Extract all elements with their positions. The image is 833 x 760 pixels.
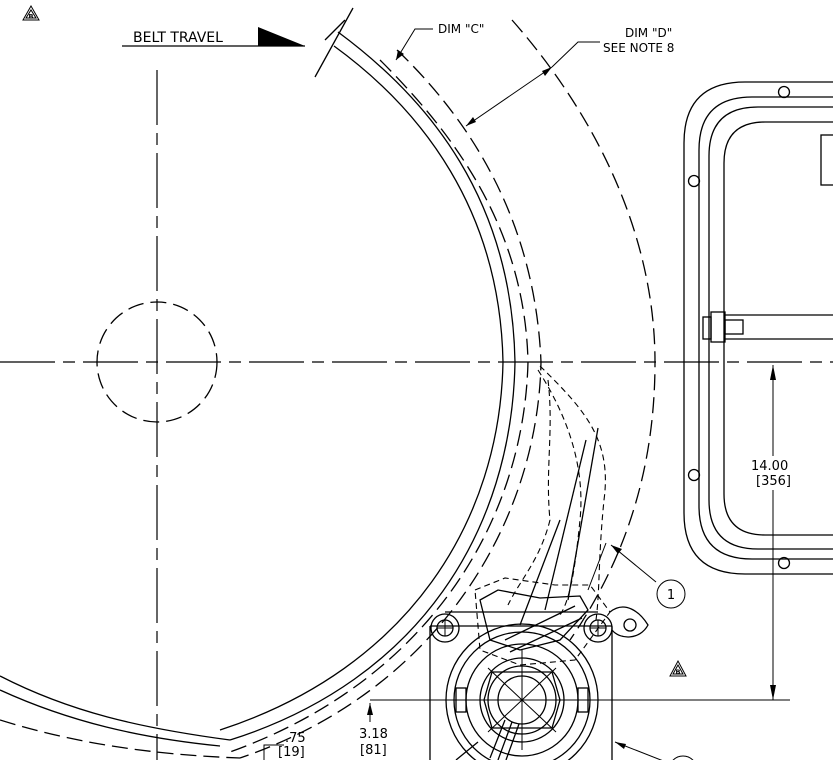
- dim-14-mm: [356]: [756, 474, 791, 489]
- tensioner-assembly: [429, 577, 649, 760]
- dim-d-callout: DIM "D" SEE NOTE 8: [465, 26, 674, 127]
- revision-marker-bottom: B: [669, 659, 687, 677]
- callout-2-partial: [614, 741, 694, 760]
- dim-075: .75 [19]: [263, 731, 306, 760]
- dim-14-vertical: 14.00 [356]: [748, 365, 800, 700]
- dim-14-inch: 14.00: [751, 459, 788, 474]
- revision-letter-top: B: [29, 13, 34, 21]
- callout-1: 1: [610, 544, 686, 609]
- belt-travel-arrow-icon: [258, 27, 305, 46]
- pulley-outline: [0, 31, 542, 759]
- belt-travel-label: BELT TRAVEL: [133, 30, 223, 46]
- inspection-door: [683, 81, 833, 575]
- revision-letter-bottom: B: [676, 668, 681, 676]
- dim-c-label: DIM "C": [438, 22, 484, 36]
- shaft-circle: [96, 301, 218, 423]
- dim-c-callout: DIM "C": [395, 22, 484, 61]
- dim-075-inch: .75: [285, 731, 306, 746]
- dim-d-note: SEE NOTE 8: [603, 41, 674, 55]
- dim-d-arc: [511, 19, 656, 641]
- dim-318-inch: 3.18: [359, 727, 388, 742]
- dim-075-mm: [19]: [278, 745, 305, 760]
- dim-d-label: DIM "D": [625, 26, 672, 40]
- callout-1-number: 1: [667, 588, 675, 603]
- revision-marker-top: B: [22, 4, 40, 21]
- dim-318-mm: [81]: [360, 743, 387, 758]
- belt-travel-indicator: BELT TRAVEL: [122, 27, 305, 47]
- scraper-arm: [507, 365, 607, 626]
- dim-318-vertical: 3.18 [81]: [359, 703, 388, 758]
